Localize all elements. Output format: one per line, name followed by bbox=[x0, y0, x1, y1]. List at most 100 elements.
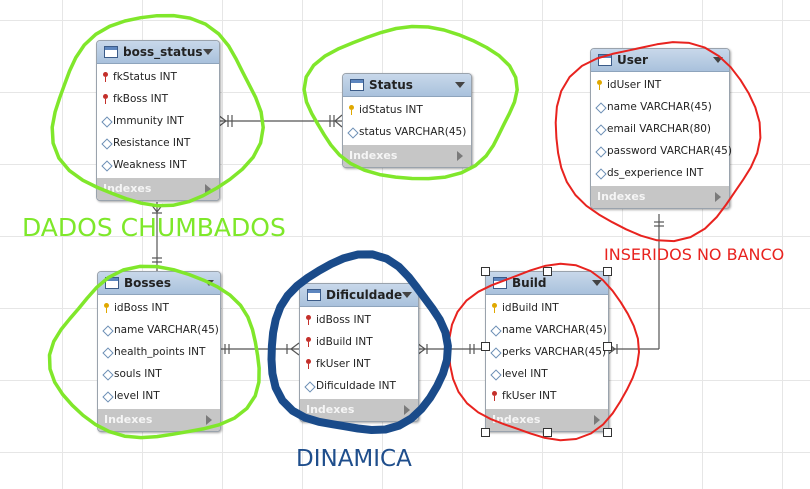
foreign-key-icon bbox=[103, 94, 108, 104]
table-status[interactable]: Status idStatus INT status VARCHAR(45) Inde… bbox=[342, 73, 472, 168]
selection-handle[interactable] bbox=[481, 267, 490, 276]
column-row[interactable]: fkStatus INT bbox=[97, 66, 219, 88]
collapse-arrow-icon[interactable] bbox=[713, 57, 723, 63]
column-label: ds_experience INT bbox=[607, 167, 704, 179]
column-diamond-icon bbox=[101, 138, 113, 150]
collapse-arrow-icon[interactable] bbox=[455, 82, 465, 88]
table-bosses[interactable]: Bosses idBoss INT name VARCHAR(45) health_p… bbox=[97, 271, 221, 432]
selection-handle[interactable] bbox=[603, 267, 612, 276]
column-label: name VARCHAR(45) bbox=[502, 324, 607, 336]
crowfoot-marker bbox=[290, 342, 300, 356]
column-row[interactable]: idBoss INT bbox=[300, 309, 418, 331]
column-row[interactable]: idBuild INT bbox=[300, 331, 418, 353]
column-row[interactable]: ds_experience INT bbox=[591, 162, 729, 184]
indexes-label: Indexes bbox=[103, 182, 152, 195]
expand-arrow-icon[interactable] bbox=[457, 151, 463, 161]
foreign-key-icon bbox=[103, 72, 108, 82]
column-row[interactable]: souls INT bbox=[98, 363, 220, 385]
column-row[interactable]: Immunity INT bbox=[97, 110, 219, 132]
collapse-arrow-icon[interactable] bbox=[203, 49, 213, 55]
expand-arrow-icon[interactable] bbox=[715, 192, 721, 202]
indexes-section[interactable]: Indexes bbox=[97, 178, 219, 200]
column-label: name VARCHAR(45) bbox=[607, 101, 712, 113]
table-icon bbox=[105, 277, 119, 289]
column-diamond-icon bbox=[102, 347, 114, 359]
column-label: level INT bbox=[502, 368, 548, 380]
column-row[interactable]: Weakness INT bbox=[97, 154, 219, 176]
column-row[interactable]: name VARCHAR(45) bbox=[98, 319, 220, 341]
column-label: idBuild INT bbox=[316, 336, 373, 348]
table-icon bbox=[493, 277, 507, 289]
column-label: idBuild INT bbox=[502, 302, 559, 314]
expand-arrow-icon[interactable] bbox=[594, 415, 600, 425]
selection-handle[interactable] bbox=[481, 428, 490, 437]
collapse-arrow-icon[interactable] bbox=[592, 280, 602, 286]
column-row[interactable]: name VARCHAR(45) bbox=[591, 96, 729, 118]
indexes-label: Indexes bbox=[597, 190, 646, 203]
table-title: boss_status bbox=[123, 45, 203, 59]
column-row[interactable]: fkUser INT bbox=[486, 385, 608, 407]
table-header[interactable]: Bosses bbox=[98, 272, 220, 295]
column-row[interactable]: perks VARCHAR(45) bbox=[486, 341, 608, 363]
table-header[interactable]: Dificuldade bbox=[300, 284, 418, 307]
indexes-section[interactable]: Indexes bbox=[98, 409, 220, 431]
column-label: name VARCHAR(45) bbox=[114, 324, 219, 336]
expand-arrow-icon[interactable] bbox=[205, 184, 211, 194]
column-row[interactable]: fkUser INT bbox=[300, 353, 418, 375]
column-diamond-icon bbox=[101, 160, 113, 172]
column-row[interactable]: fkBoss INT bbox=[97, 88, 219, 110]
column-diamond-icon bbox=[595, 168, 607, 180]
column-label: password VARCHAR(45) bbox=[607, 145, 732, 157]
collapse-arrow-icon[interactable] bbox=[204, 280, 214, 286]
selection-handle[interactable] bbox=[543, 267, 552, 276]
selection-handle[interactable] bbox=[603, 428, 612, 437]
column-list: idStatus INT status VARCHAR(45) bbox=[343, 97, 471, 145]
column-list: idBuild INT name VARCHAR(45) perks VARCHAR… bbox=[486, 295, 608, 409]
expand-arrow-icon[interactable] bbox=[404, 405, 410, 415]
column-row[interactable]: password VARCHAR(45) bbox=[591, 140, 732, 162]
column-row[interactable]: email VARCHAR(80) bbox=[591, 118, 729, 140]
column-row[interactable]: level INT bbox=[98, 385, 220, 407]
selection-handle[interactable] bbox=[543, 428, 552, 437]
primary-key-icon bbox=[492, 303, 497, 313]
indexes-section[interactable]: Indexes bbox=[343, 145, 471, 167]
column-row[interactable]: idUser INT bbox=[591, 74, 729, 96]
table-title: Status bbox=[369, 78, 413, 92]
indexes-section[interactable]: Indexes bbox=[300, 399, 418, 421]
column-label: idBoss INT bbox=[114, 302, 169, 314]
table-header[interactable]: boss_status bbox=[97, 41, 219, 64]
column-row[interactable]: idBoss INT bbox=[98, 297, 220, 319]
column-row[interactable]: level INT bbox=[486, 363, 608, 385]
column-diamond-icon bbox=[101, 116, 113, 128]
indexes-section[interactable]: Indexes bbox=[591, 186, 729, 208]
column-diamond-icon bbox=[595, 124, 607, 136]
column-row[interactable]: idBuild INT bbox=[486, 297, 608, 319]
column-row[interactable]: idStatus INT bbox=[343, 99, 471, 121]
table-header[interactable]: User bbox=[591, 49, 729, 72]
selection-handle[interactable] bbox=[481, 342, 490, 351]
column-label: fkUser INT bbox=[316, 358, 371, 370]
table-icon bbox=[307, 289, 321, 301]
column-row[interactable]: health_points INT bbox=[98, 341, 220, 363]
column-label: email VARCHAR(80) bbox=[607, 123, 712, 135]
expand-arrow-icon[interactable] bbox=[206, 415, 212, 425]
collapse-arrow-icon[interactable] bbox=[402, 292, 412, 298]
annotation-dados-chumbados: DADOS CHUMBADOS bbox=[22, 213, 286, 242]
table-title: Bosses bbox=[124, 276, 171, 290]
column-label: idStatus INT bbox=[359, 104, 423, 116]
annotation-inseridos-no-banco: INSERIDOS NO BANCO bbox=[604, 245, 785, 264]
column-diamond-icon bbox=[595, 102, 607, 114]
selection-handle[interactable] bbox=[603, 342, 612, 351]
column-row[interactable]: status VARCHAR(45) bbox=[343, 121, 471, 143]
annotation-dinamica: DINAMICA bbox=[296, 446, 412, 472]
column-row[interactable]: Resistance INT bbox=[97, 132, 219, 154]
column-row[interactable]: Dificuldade INT bbox=[300, 375, 418, 397]
table-header[interactable]: Status bbox=[343, 74, 471, 97]
crowfoot-marker bbox=[334, 114, 343, 128]
column-row[interactable]: name VARCHAR(45) bbox=[486, 319, 608, 341]
indexes-label: Indexes bbox=[349, 149, 398, 162]
